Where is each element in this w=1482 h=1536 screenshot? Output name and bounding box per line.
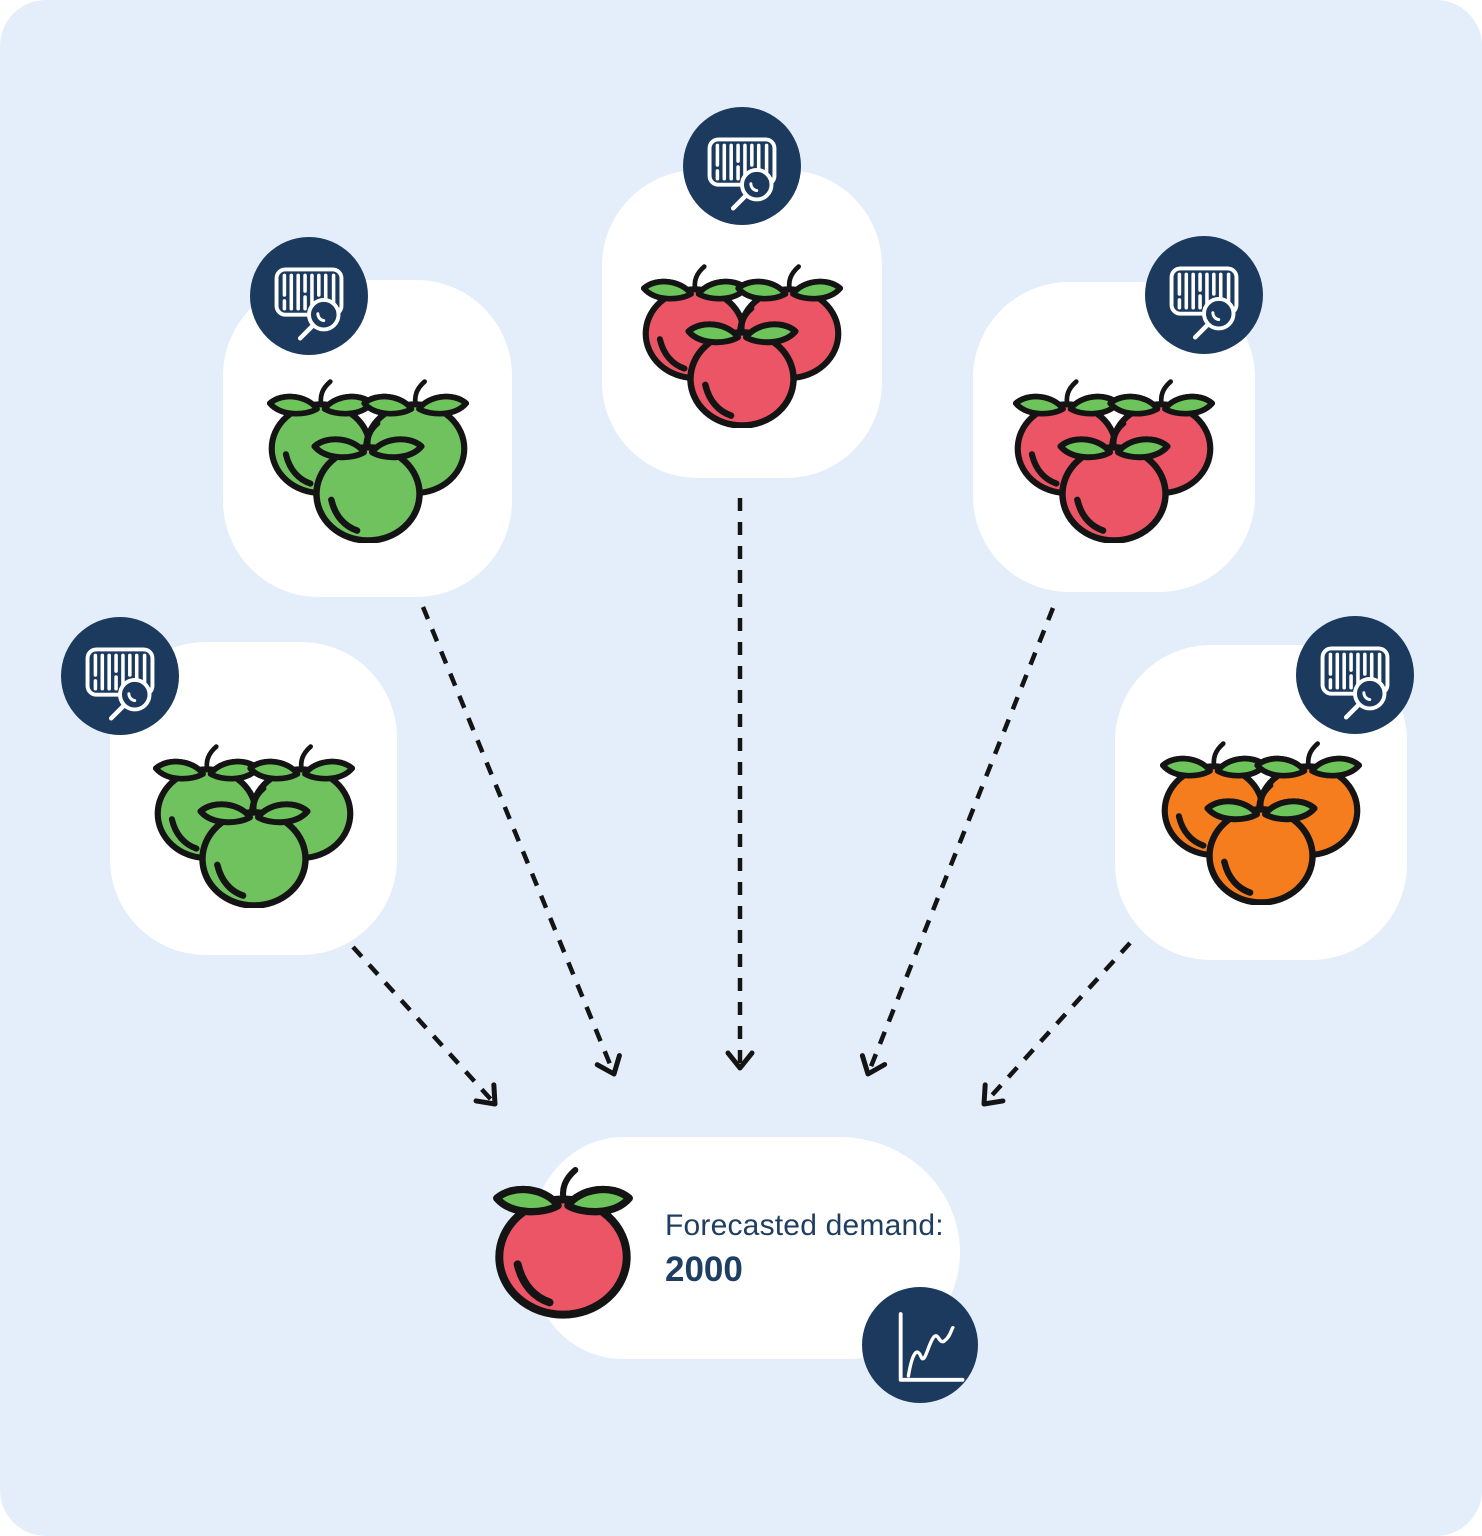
supplier-card-top-right: [973, 282, 1255, 592]
forecast-value: 2000: [665, 1250, 743, 1289]
barcode-scan-icon: [1145, 236, 1263, 354]
supplier-card-far-left: [110, 642, 397, 955]
barcode-scan-icon: [250, 237, 368, 355]
fruit-cluster-green: [266, 375, 470, 543]
fruit-cluster-red: [1012, 375, 1216, 543]
barcode-scan-badge: [61, 617, 179, 735]
arrow-far-right: [981, 941, 1132, 1107]
barcode-scan-icon: [61, 617, 179, 735]
supplier-card-top-center: [602, 170, 882, 478]
forecast-card: Forecasted demand: 2000: [531, 1137, 978, 1403]
barcode-scan-icon: [1296, 616, 1414, 734]
arrow-far-left: [351, 945, 498, 1107]
forecast-label: Forecasted demand:: [665, 1209, 944, 1242]
arrow-top-right: [859, 607, 1056, 1077]
barcode-scan-icon: [683, 107, 801, 225]
fruit-cluster-orange: [1159, 737, 1363, 905]
barcode-scan-badge: [683, 107, 801, 225]
fruit-cluster-green: [152, 740, 356, 908]
tomato-illustration: [487, 1159, 639, 1333]
barcode-scan-badge: [250, 237, 368, 355]
trend-chart-icon: [862, 1287, 978, 1403]
trend-chart-badge: [862, 1287, 978, 1403]
arrow-top-left: [420, 606, 622, 1077]
fruit-cluster-red: [640, 260, 844, 428]
barcode-scan-badge: [1145, 236, 1263, 354]
supplier-card-top-left: [223, 280, 512, 597]
supplier-card-far-right: [1115, 645, 1407, 960]
forecast-text: Forecasted demand: 2000: [665, 1209, 944, 1290]
barcode-scan-badge: [1296, 616, 1414, 734]
